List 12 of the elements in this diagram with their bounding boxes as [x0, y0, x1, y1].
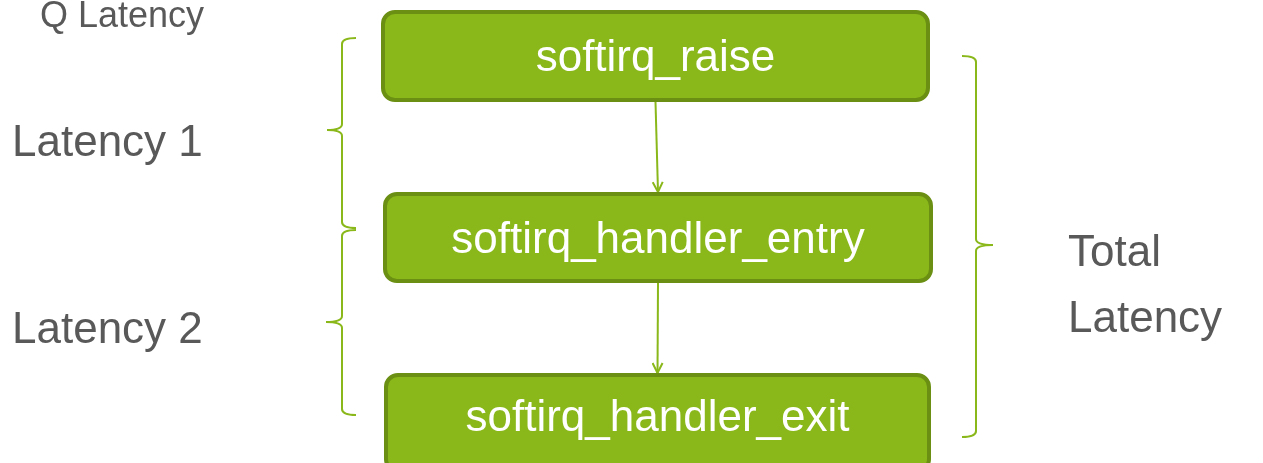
latency-label: Total Latency — [1068, 225, 1224, 343]
latency-label: Latency 2 — [12, 302, 204, 354]
latency-label: Latency 1 — [12, 115, 204, 167]
arrow — [651, 101, 664, 193]
box-label: softirq_raise — [535, 31, 776, 81]
box-label: softirq_handler_exit — [465, 391, 850, 441]
title: Q Latency — [40, 0, 205, 36]
process-box — [383, 192, 933, 283]
arrow — [651, 282, 664, 374]
box-label: softirq_handler_entry — [451, 212, 865, 263]
process-box — [381, 10, 930, 102]
process-box — [384, 373, 931, 463]
